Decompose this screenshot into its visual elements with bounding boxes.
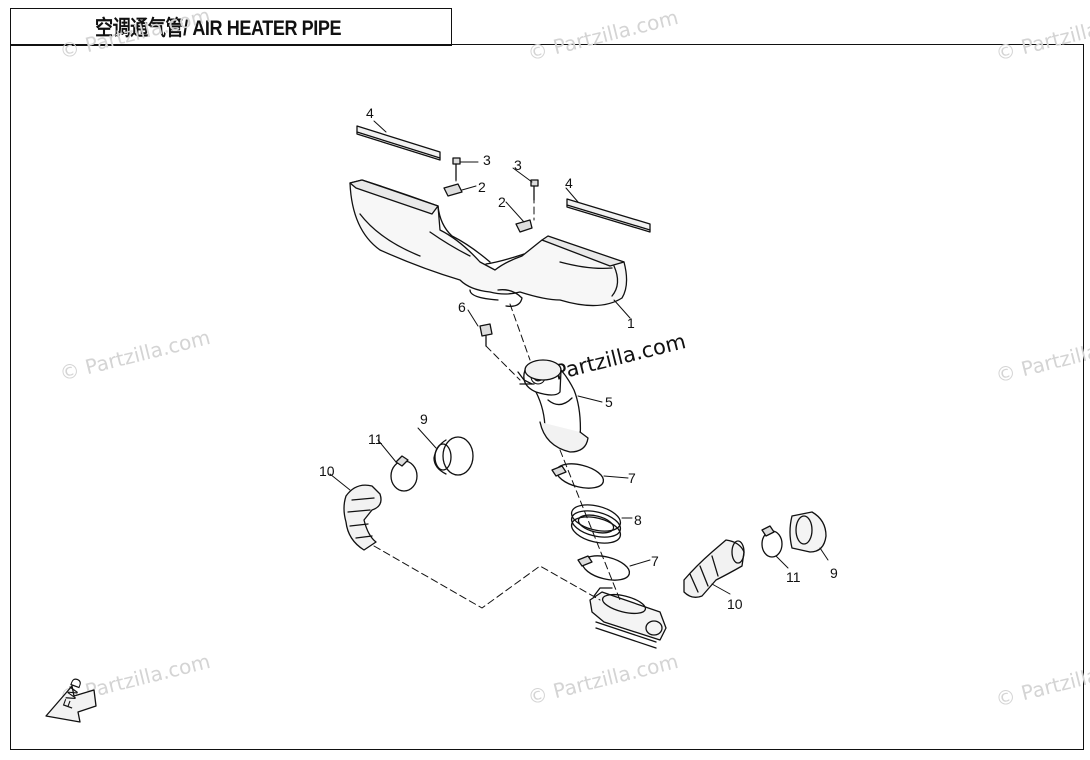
callout-1: 1 [627,315,635,331]
callout-11: 11 [368,431,383,447]
callout-10: 10 [727,596,743,612]
part-11-clamp-left [390,455,418,492]
title-box: 空调通气管/ AIR HEATER PIPE [10,8,452,46]
diagram-frame [10,44,1084,750]
part-9-boot-left [433,436,474,476]
callout-4: 4 [565,175,573,191]
callout-9: 9 [830,565,838,581]
leader-lines [329,120,829,595]
part-2-clip-left [443,183,463,197]
callout-2: 2 [498,194,506,210]
callout-5: 5 [605,394,613,410]
callout-7: 7 [628,470,636,486]
callout-10: 10 [319,463,335,479]
callout-3: 3 [514,157,522,173]
callout-9: 9 [420,411,428,427]
part-9-boot-right [789,511,827,553]
callout-11: 11 [786,569,801,585]
callout-6: 6 [458,299,466,315]
part-1-main-duct [349,179,628,307]
callout-4: 4 [366,105,374,121]
callout-8: 8 [634,512,642,528]
callout-2: 2 [478,179,486,195]
part-4-seal-strip-left [356,125,441,161]
part-2-clip-right [515,219,533,233]
part-4-seal-strip-right [566,198,651,233]
air-distribution-box [589,587,667,649]
assembly-lines [373,173,621,609]
part-8-bellows [570,504,622,544]
part-11-clamp-right [761,525,783,558]
callout-7: 7 [651,553,659,569]
part-10-hose-left [343,484,382,551]
part-10-hose-right [683,539,745,598]
part-7-clamp-lower [577,555,631,581]
part-5-elbow-duct [517,359,589,453]
part-7-clamp-upper [551,463,605,489]
part-3-screw-right [530,179,539,201]
callout-3: 3 [483,152,491,168]
fwd-arrow-icon [45,685,97,723]
diagram-title: 空调通气管/ AIR HEATER PIPE [95,17,342,40]
part-6-fastener [479,323,493,347]
